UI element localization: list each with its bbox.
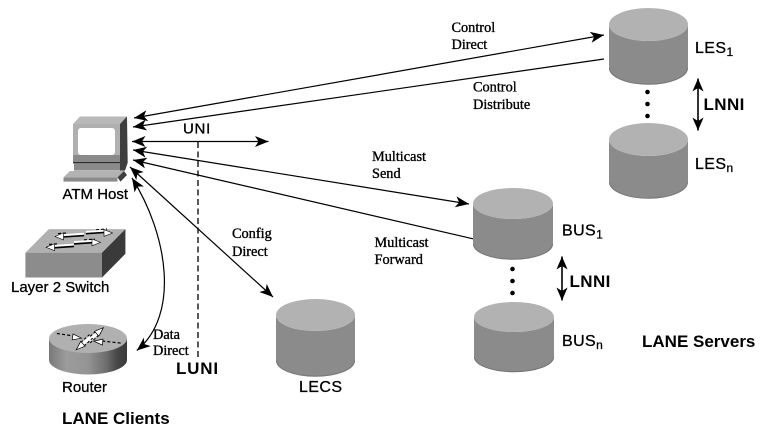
svg-text:Control: Control	[473, 80, 517, 96]
svg-text:LANE Servers: LANE Servers	[642, 332, 755, 351]
svg-text:LES1: LES1	[695, 40, 734, 59]
svg-text:BUSn: BUSn	[562, 333, 603, 352]
svg-text:Data: Data	[153, 327, 181, 343]
svg-text:Direct: Direct	[452, 37, 488, 53]
svg-text:Multicast: Multicast	[375, 235, 429, 251]
svg-text:Config: Config	[232, 226, 272, 242]
svg-text:LNNI: LNNI	[704, 95, 745, 114]
svg-text:Direct: Direct	[232, 244, 268, 260]
svg-text:Forward: Forward	[375, 252, 423, 268]
svg-text:LECS: LECS	[299, 379, 342, 396]
svg-text:Layer 2 Switch: Layer 2 Switch	[11, 279, 109, 296]
svg-text:UNI: UNI	[183, 120, 211, 137]
svg-text:LUNI: LUNI	[176, 359, 219, 378]
svg-text:Distribute: Distribute	[473, 97, 530, 113]
svg-text:Direct: Direct	[153, 343, 189, 359]
svg-text:LESn: LESn	[695, 156, 734, 175]
svg-text:Send: Send	[372, 166, 401, 182]
svg-text:Multicast: Multicast	[372, 149, 426, 165]
svg-text:Control: Control	[452, 20, 496, 36]
svg-text:ATM Host: ATM Host	[63, 186, 129, 203]
svg-text:LANE Clients: LANE Clients	[62, 409, 170, 428]
svg-text:LNNI: LNNI	[570, 272, 611, 291]
svg-text:BUS1: BUS1	[562, 222, 603, 241]
svg-text:Router: Router	[62, 379, 107, 396]
